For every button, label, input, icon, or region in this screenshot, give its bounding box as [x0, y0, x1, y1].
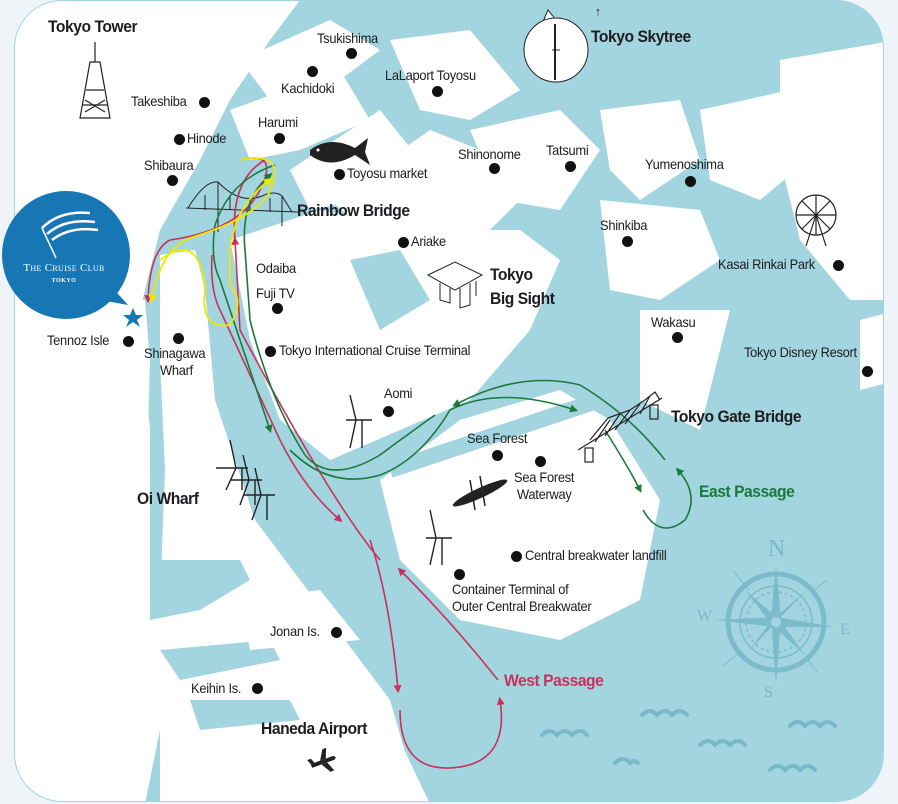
- label-cruise-terminal: Tokyo International Cruise Terminal: [279, 342, 471, 358]
- label-tokyo-disney-resort: Tokyo Disney Resort: [744, 344, 857, 360]
- label-central-breakwater-landfill: Central breakwater landfill: [525, 547, 667, 563]
- label-container-terminal-2: Outer Central Breakwater: [452, 598, 592, 614]
- label-odaiba: Odaiba: [256, 260, 296, 276]
- dot-kasai-rinkai-park: [833, 260, 844, 271]
- cruise-club-flag-icon: [41, 211, 99, 259]
- label-east-passage: East Passage: [699, 482, 795, 501]
- dot-shibaura: [167, 175, 178, 186]
- dot-central-breakwater-landfill: [511, 551, 522, 562]
- label-shinagawa-wharf-2: Wharf: [160, 362, 193, 378]
- label-sea-forest: Sea Forest: [467, 430, 528, 446]
- dot-ariake: [398, 237, 409, 248]
- dot-jonan-is: [331, 627, 342, 638]
- gate-bridge-icon: [577, 391, 663, 463]
- dot-tokyo-disney-resort: [862, 366, 873, 377]
- compass-w: W: [697, 608, 712, 625]
- dot-takeshiba: [199, 97, 210, 108]
- label-shinkiba: Shinkiba: [600, 217, 648, 233]
- compass-n: N: [768, 536, 786, 562]
- label-tsukishima: Tsukishima: [317, 30, 378, 46]
- tokyo-tower-icon: [79, 42, 111, 119]
- label-keihin-is: Keihin Is.: [191, 680, 242, 696]
- dot-shinkiba: [622, 236, 633, 247]
- dot-toyosu-market: [334, 169, 345, 180]
- label-container-terminal-1: Container Terminal of: [452, 581, 569, 597]
- dot-hinode: [174, 134, 185, 145]
- dot-kachidoki: [307, 66, 318, 77]
- label-sea-forest-waterway-2: Waterway: [517, 486, 572, 502]
- compass-s: S: [764, 684, 773, 701]
- label-tokyo-gate-bridge: Tokyo Gate Bridge: [671, 407, 802, 426]
- label-aomi: Aomi: [384, 385, 413, 401]
- dot-harumi: [274, 133, 285, 144]
- label-wakasu: Wakasu: [651, 314, 696, 330]
- label-fuji-tv: Fuji TV: [256, 285, 295, 301]
- dot-tennoz-isle: [123, 336, 134, 347]
- dot-yumenoshima: [685, 176, 696, 187]
- label-lalaport-toyosu: LaLaport Toyosu: [385, 67, 476, 83]
- label-hinode: Hinode: [187, 130, 227, 146]
- label-tennoz-isle: Tennoz Isle: [47, 332, 110, 348]
- label-haneda-airport: Haneda Airport: [261, 719, 367, 738]
- label-tokyo-big-sight-1: Tokyo: [490, 265, 533, 284]
- dot-sea-forest: [492, 450, 503, 461]
- dot-keihin-is: [252, 683, 263, 694]
- dot-container-terminal: [454, 569, 465, 580]
- label-shinonome: Shinonome: [458, 146, 521, 162]
- dot-tsukishima: [346, 48, 357, 59]
- big-sight-icon: [426, 261, 484, 309]
- logo-sub: TOKYO: [51, 278, 77, 284]
- compass-rose-icon: [715, 565, 835, 685]
- dot-fuji-tv: [272, 303, 283, 314]
- dot-cruise-terminal: [265, 346, 276, 357]
- label-tokyo-tower: Tokyo Tower: [48, 17, 138, 36]
- tuna-icon: [310, 138, 370, 165]
- cruise-club-logo: [2, 191, 130, 319]
- label-ariake: Ariake: [411, 233, 446, 249]
- dot-wakasu: [672, 332, 683, 343]
- label-shinagawa-wharf-1: Shinagawa: [144, 345, 206, 361]
- label-jonan-is: Jonan Is.: [270, 623, 320, 639]
- label-tatsumi: Tatsumi: [546, 142, 589, 158]
- rainbow-bridge-icon: [185, 181, 299, 232]
- skytree-icon: [523, 9, 589, 83]
- label-harumi: Harumi: [258, 114, 298, 130]
- label-west-passage: West Passage: [504, 671, 604, 690]
- dot-sea-forest-waterway: [535, 456, 546, 467]
- skytree-arrow-icon: ↑: [595, 4, 601, 19]
- logo-name: The Cruise Club: [23, 262, 105, 274]
- label-sea-forest-waterway-1: Sea Forest: [514, 469, 575, 485]
- dot-aomi: [383, 406, 394, 417]
- label-tokyo-skytree: Tokyo Skytree: [591, 27, 691, 46]
- compass-e: E: [840, 621, 850, 638]
- airplane-icon: [307, 747, 336, 772]
- dot-tatsumi: [565, 161, 576, 172]
- dot-shinagawa-wharf: [173, 333, 184, 344]
- star-icon: [123, 308, 143, 327]
- label-kasai-rinkai-park: Kasai Rinkai Park: [718, 256, 815, 272]
- label-rainbow-bridge: Rainbow Bridge: [297, 201, 410, 220]
- wave-icon: [540, 709, 837, 773]
- label-tokyo-big-sight-2: Big Sight: [490, 289, 555, 308]
- crane-icon: [216, 394, 452, 566]
- label-toyosu-market: Toyosu market: [347, 165, 428, 181]
- label-takeshiba: Takeshiba: [131, 93, 187, 109]
- label-shibaura: Shibaura: [144, 157, 194, 173]
- label-yumenoshima: Yumenoshima: [645, 156, 724, 172]
- dot-lalaport-toyosu: [432, 86, 443, 97]
- rowing-boat-icon: [452, 475, 508, 511]
- ferris-wheel-icon: [795, 194, 837, 247]
- label-oi-wharf: Oi Wharf: [137, 489, 199, 508]
- label-kachidoki: Kachidoki: [281, 80, 335, 96]
- dot-shinonome: [489, 163, 500, 174]
